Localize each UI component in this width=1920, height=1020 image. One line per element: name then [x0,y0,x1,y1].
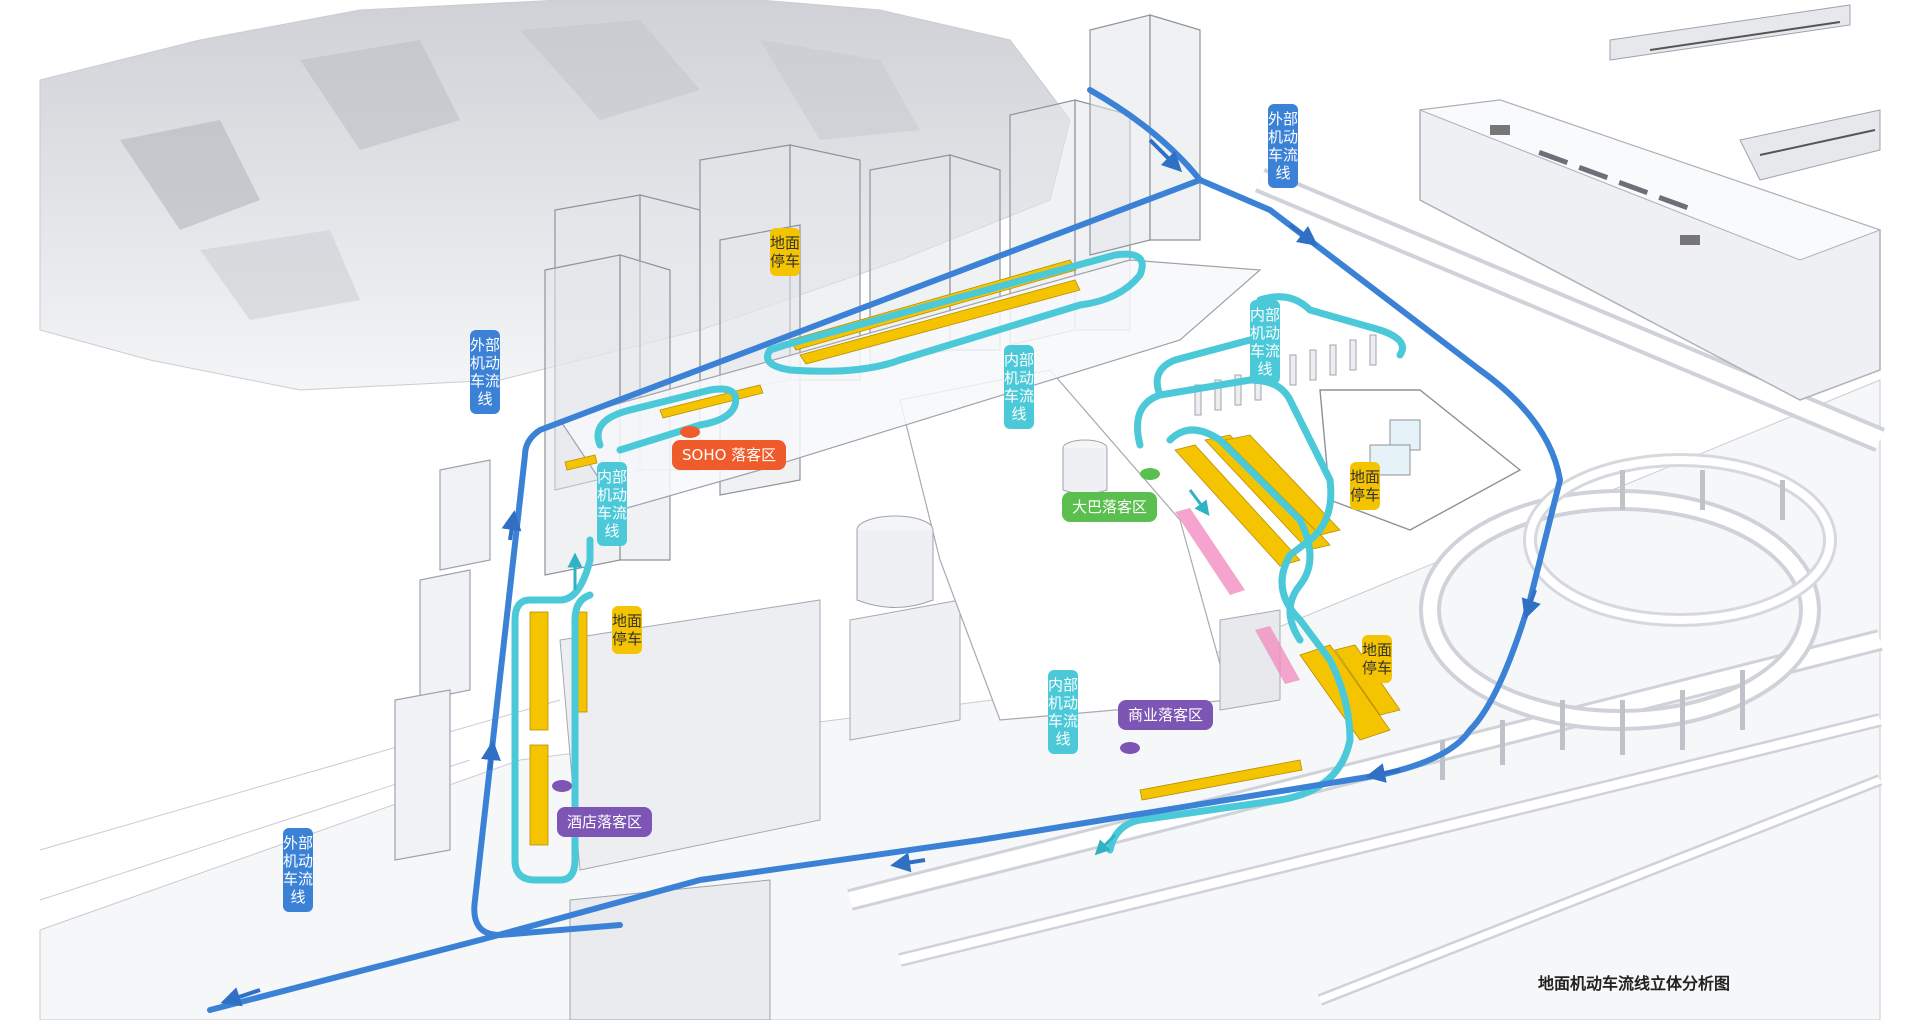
soho-dropoff-label: SOHO 落客区 [672,440,787,470]
bottom-podium [569,879,771,1020]
plaza-frame [1319,389,1522,531]
commercial-dropoff-label: 商业落客区 [1118,700,1214,730]
parking-label-right-lower: 地面停车 [1362,635,1392,683]
external-flow-label-top: 外部机动车流线 [1268,104,1298,188]
internal-flow-label-right: 内部机动车流线 [1250,300,1280,384]
internal-flow-label-left: 内部机动车流线 [597,462,627,546]
parking-label-left: 地面停车 [612,606,642,654]
parking-label-right-upper: 地面停车 [1350,462,1380,510]
bollard-row [1194,334,1377,416]
loading-strips [1175,508,1300,684]
bus-dropoff-label: 大巴落客区 [1062,492,1158,522]
external-flow-paths [207,87,1563,1013]
hotel-dropoff-marker [552,780,572,792]
external-flow-label-bottom: 外部机动车流线 [283,828,313,912]
bus-dropoff-marker [1140,468,1160,480]
external-flow-arrows [220,138,1541,1007]
left-slab-buildings [394,459,491,861]
internal-flow-label-bottom: 内部机动车流线 [1048,670,1078,754]
soho-dropoff-marker [680,426,700,438]
internal-flow-arrows [567,489,1210,856]
figure-caption: 地面机动车流线立体分析图 [1537,974,1730,993]
internal-flow-label-mid: 内部机动车流线 [1004,345,1034,429]
internal-flow-paths [511,250,1406,884]
hotel-dropoff-label: 酒店落客区 [557,807,653,837]
parking-label-top: 地面停车 [770,228,800,276]
external-flow-label-left: 外部机动车流线 [470,330,500,414]
commercial-dropoff-marker [1120,742,1140,754]
ground-plane [39,379,1881,1020]
bridge-pillars [1440,470,1785,780]
